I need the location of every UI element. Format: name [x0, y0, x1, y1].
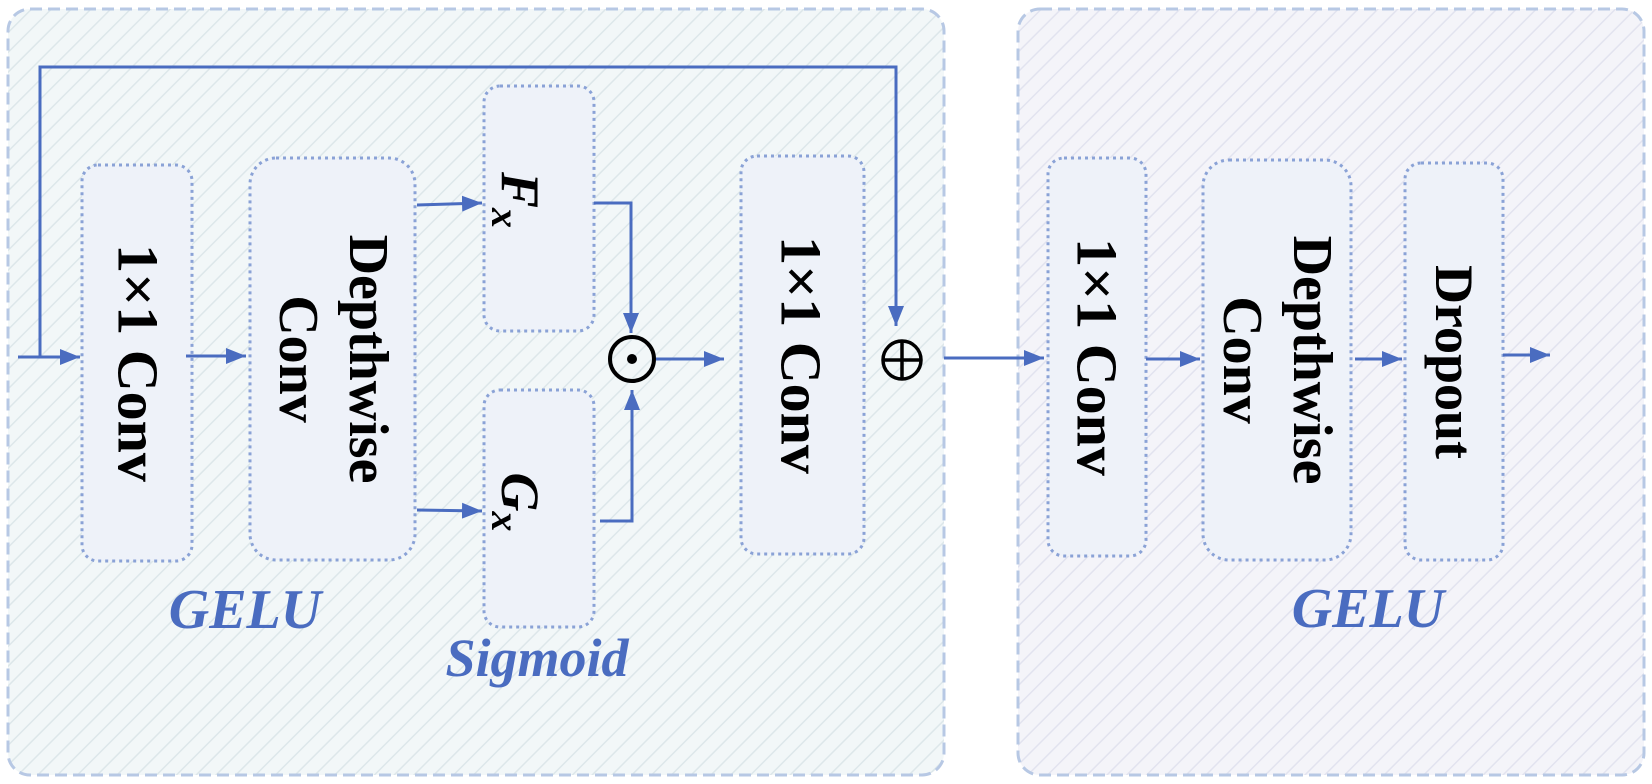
conv1x1-box-right [1046, 156, 1148, 558]
conv1x1-box-left-second [739, 154, 866, 556]
conv1x1-label-left-second: 1×1 Conv [769, 236, 834, 474]
gelu-label-right: GELU [1292, 578, 1447, 640]
conv1x1-label-left: 1×1 Conv [106, 244, 171, 482]
sigmoid-label: Sigmoid [445, 628, 629, 688]
fx-box [482, 84, 596, 333]
conv1x1-box-left [80, 163, 194, 563]
left-panel [6, 7, 946, 777]
conv-label-left: Conv [267, 295, 329, 423]
conv-label-right: Conv [1211, 296, 1273, 424]
gelu-label-left: GELU [169, 579, 324, 641]
dropout-label: Dropout [1424, 265, 1484, 459]
depthwise-label-left: Depthwise [337, 235, 399, 484]
connectors [18, 65, 1550, 523]
depthwise-conv-box-right [1201, 158, 1353, 562]
depthwise-conv-box-left [248, 156, 417, 562]
conv1x1-label-right: 1×1 Conv [1065, 238, 1130, 476]
add-operator: ⊕ [881, 339, 923, 381]
depthwise-label-right: Depthwise [1281, 236, 1343, 485]
dropout-box [1403, 161, 1505, 562]
multiply-operator: ⊙ [608, 335, 656, 383]
gx-label: Gx [484, 473, 551, 532]
dwconv-to-fx-arrow [416, 195, 483, 212]
residual-skip-arrow [38, 65, 904, 357]
dwconv-to-gx-arrow [416, 502, 483, 519]
gx-box [482, 388, 596, 629]
fx-to-multiply-arrow [594, 201, 639, 333]
gx-to-multiply-arrow [600, 390, 640, 523]
fx-label: Fx [484, 171, 551, 228]
